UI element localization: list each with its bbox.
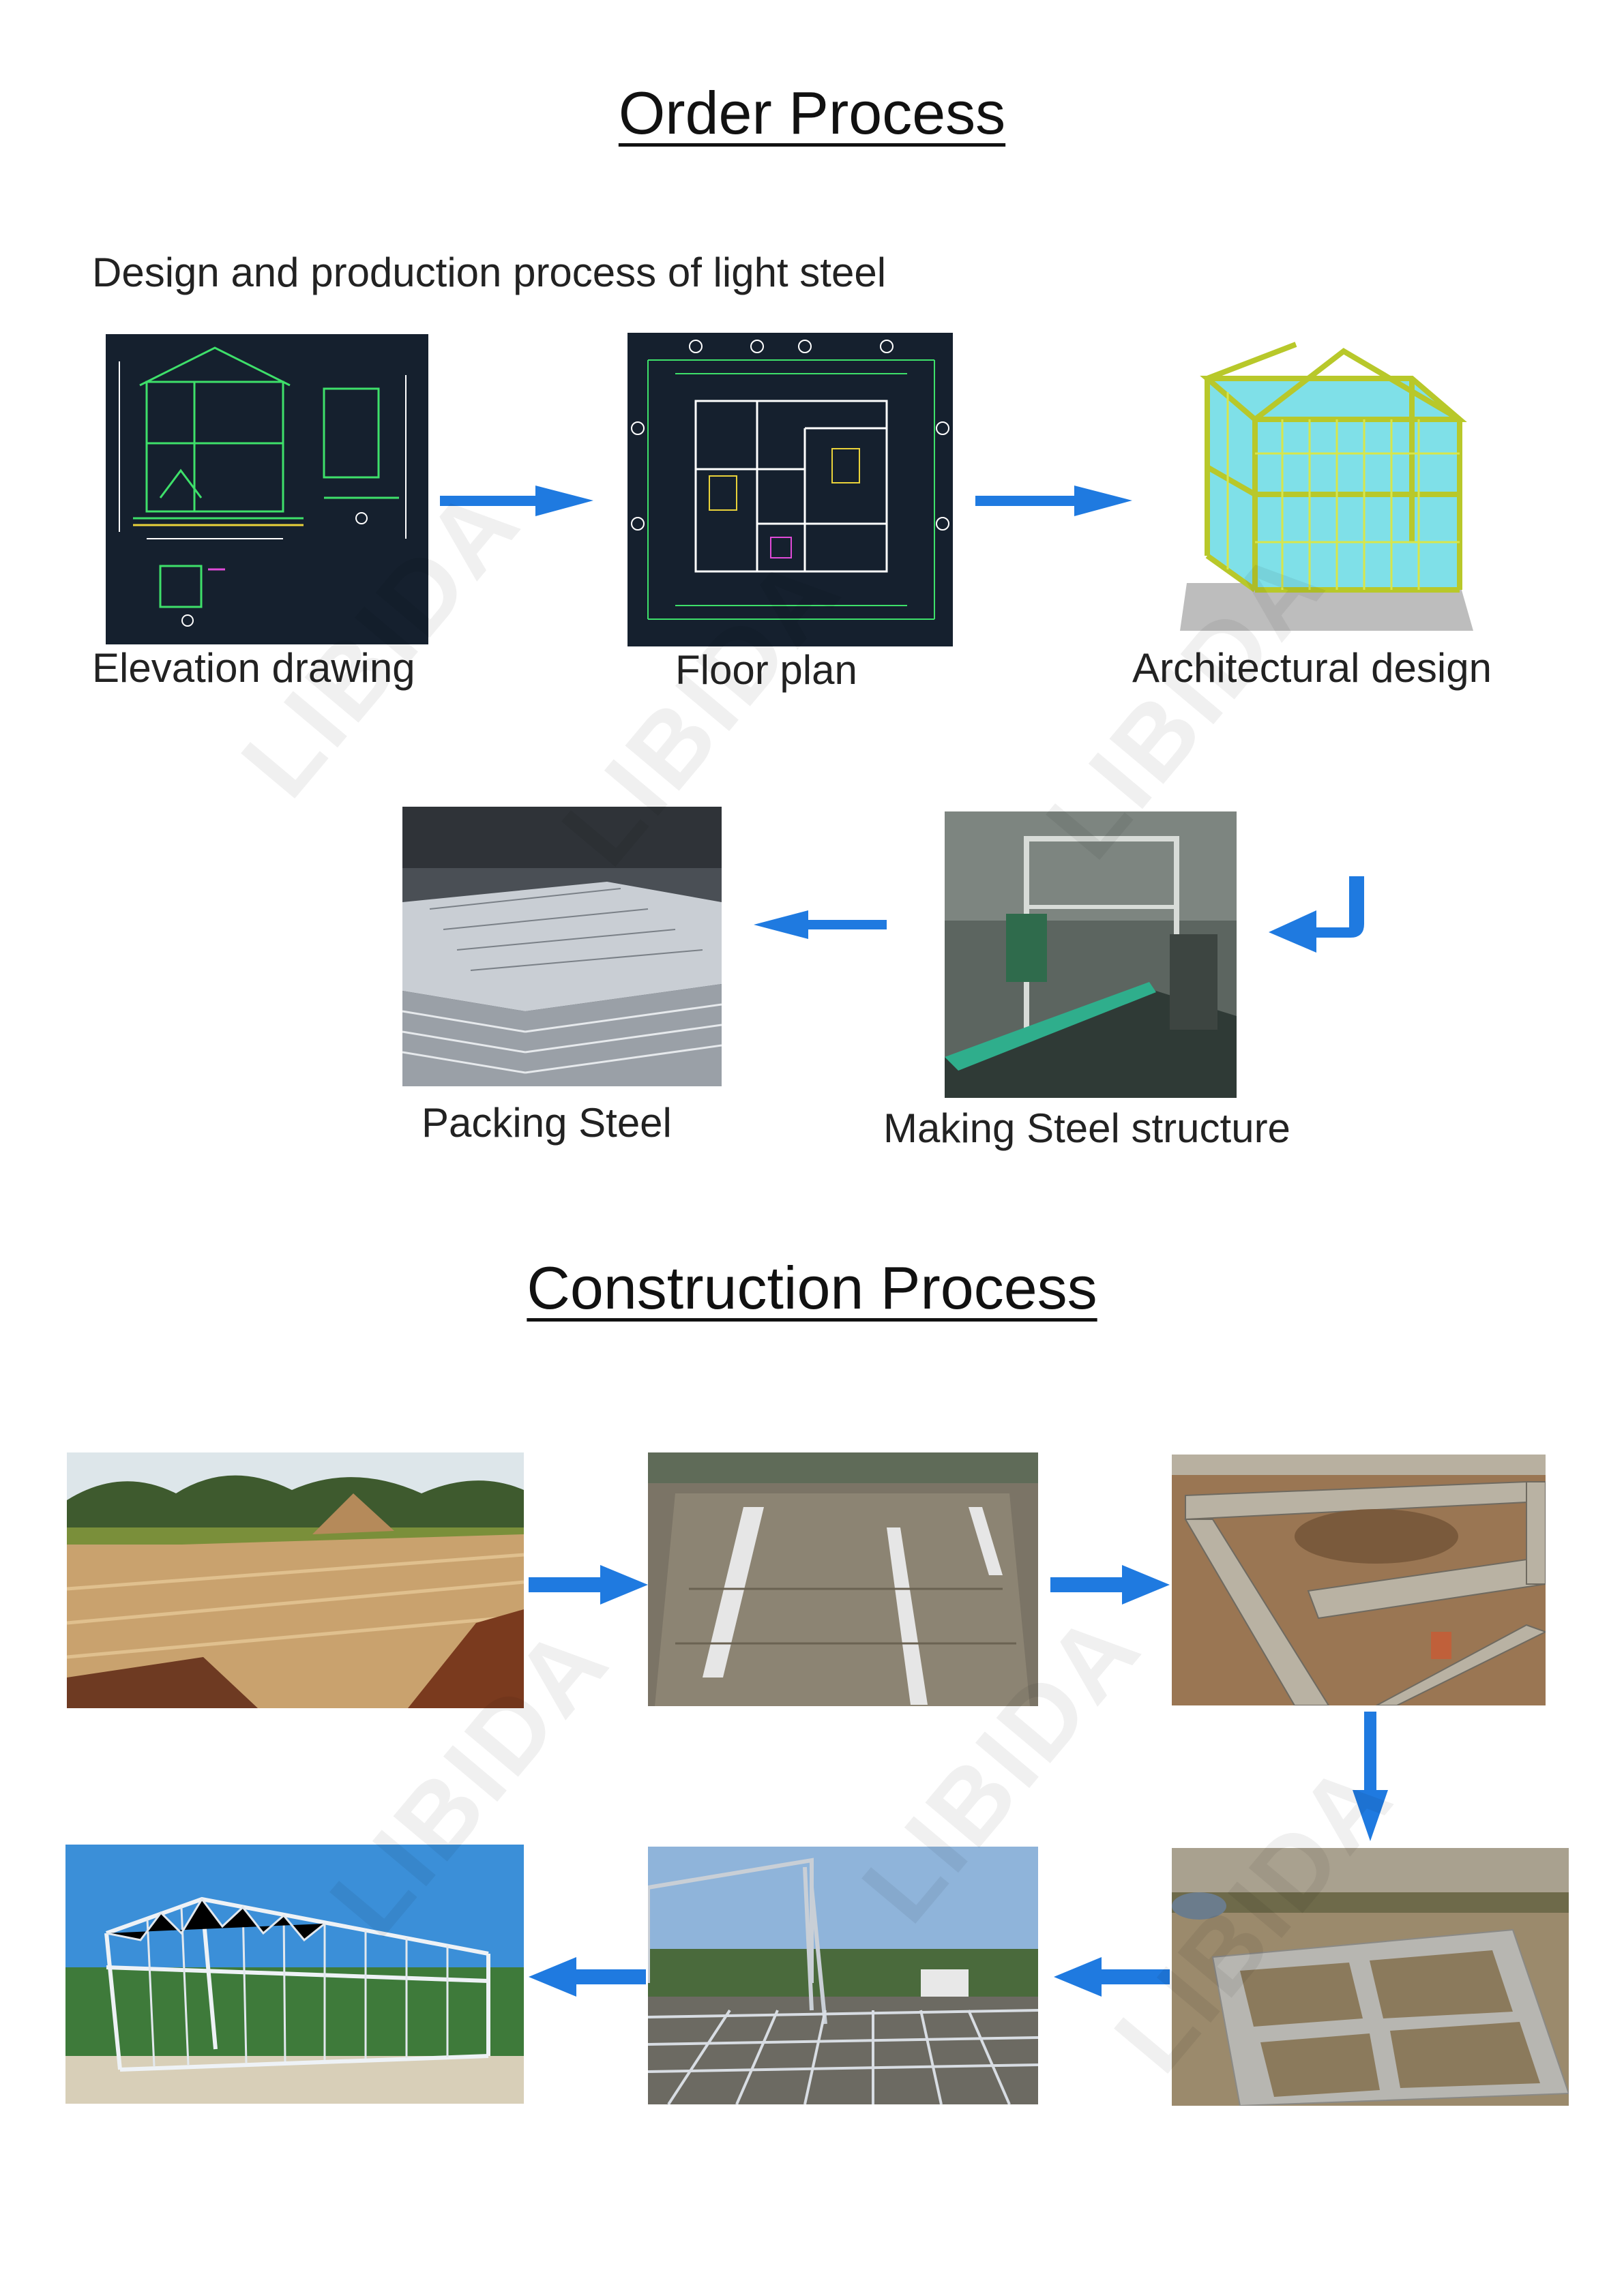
- arrow-right-icon: [529, 1565, 648, 1605]
- arrow-right-icon: [1050, 1565, 1170, 1605]
- return-arrow-icon: [1269, 876, 1368, 953]
- arrow-right-icon: [440, 486, 593, 516]
- packing-steel-image: [402, 807, 722, 1086]
- construction-process-title: Construction Process: [527, 1254, 1097, 1322]
- arrow-left-icon: [529, 1957, 646, 1997]
- steel-floor-frame-image: [648, 1847, 1038, 2104]
- elevation-drawing-caption: Elevation drawing: [92, 645, 415, 691]
- making-steel-structure-caption: Making Steel structure: [883, 1105, 1290, 1151]
- arrow-left-icon: [754, 910, 887, 939]
- packing-steel-caption: Packing Steel: [422, 1100, 672, 1146]
- elevation-drawing-image: [106, 334, 428, 644]
- order-process-subtitle: Design and production process of light s…: [92, 250, 887, 295]
- foundation-formwork-image: [1172, 1455, 1546, 1705]
- floor-plan-image: [628, 333, 953, 646]
- architectural-design-caption: Architectural design: [1132, 645, 1492, 691]
- finished-steel-frame-image: [65, 1845, 524, 2104]
- arrow-left-icon: [1054, 1957, 1170, 1997]
- arrow-down-icon: [1353, 1712, 1388, 1841]
- arrow-right-icon: [975, 486, 1132, 516]
- making-steel-structure-image: [945, 811, 1237, 1098]
- site-leveling-image: [67, 1452, 524, 1708]
- trench-layout-image: [648, 1452, 1038, 1706]
- concrete-foundation-image: [1172, 1848, 1569, 2106]
- floor-plan-caption: Floor plan: [675, 647, 857, 693]
- order-process-title: Order Process: [618, 79, 1006, 147]
- architectural-design-image: [1173, 338, 1480, 638]
